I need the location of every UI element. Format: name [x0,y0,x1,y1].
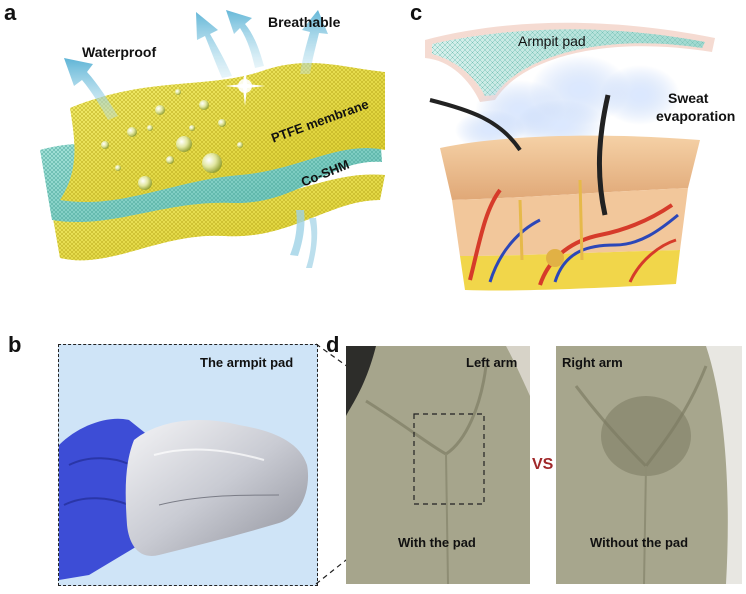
right-arm-photo [556,346,742,584]
with-pad-label: With the pad [398,535,476,550]
foil-pad-icon [125,420,309,556]
sweat-vapor-cloud [455,55,680,150]
left-arm-label: Left arm [466,355,518,370]
waterproof-label: Waterproof [82,44,157,60]
sweat-label: Sweat [668,90,709,106]
panel-d-letter: d [326,332,340,357]
left-shirt-drawing [346,346,530,584]
breathable-label: Breathable [268,14,341,30]
bottom-fabric-layer [48,174,385,261]
water-droplets [101,89,243,190]
vs-label: VS [532,456,554,473]
sparkle-icon [225,66,265,106]
armpit-pad-photo [58,344,318,586]
without-pad-label: Without the pad [590,535,689,550]
skin-cross-section [429,94,700,291]
right-arm-label: Right arm [562,355,623,370]
coshm-label: Co-SHM [298,156,352,190]
panel-b-letter: b [8,332,22,357]
ptfe-membrane-layer [60,62,385,203]
armpit-pad-label: Armpit pad [518,33,586,49]
right-shirt-drawing [556,346,742,584]
evaporation-label: evaporation [656,108,736,124]
armpit-pad-photo-title: The armpit pad [200,355,294,370]
ptfe-membrane-label: PTFE membrane [269,96,371,146]
bottom-vapor-arrow-icon [290,210,318,268]
left-arm-photo [346,346,530,584]
panel-a-letter: a [4,0,17,25]
waterproof-arrow-icon [64,58,118,120]
panel-c-letter: c [410,0,423,25]
glove-and-pad-drawing [59,418,309,580]
